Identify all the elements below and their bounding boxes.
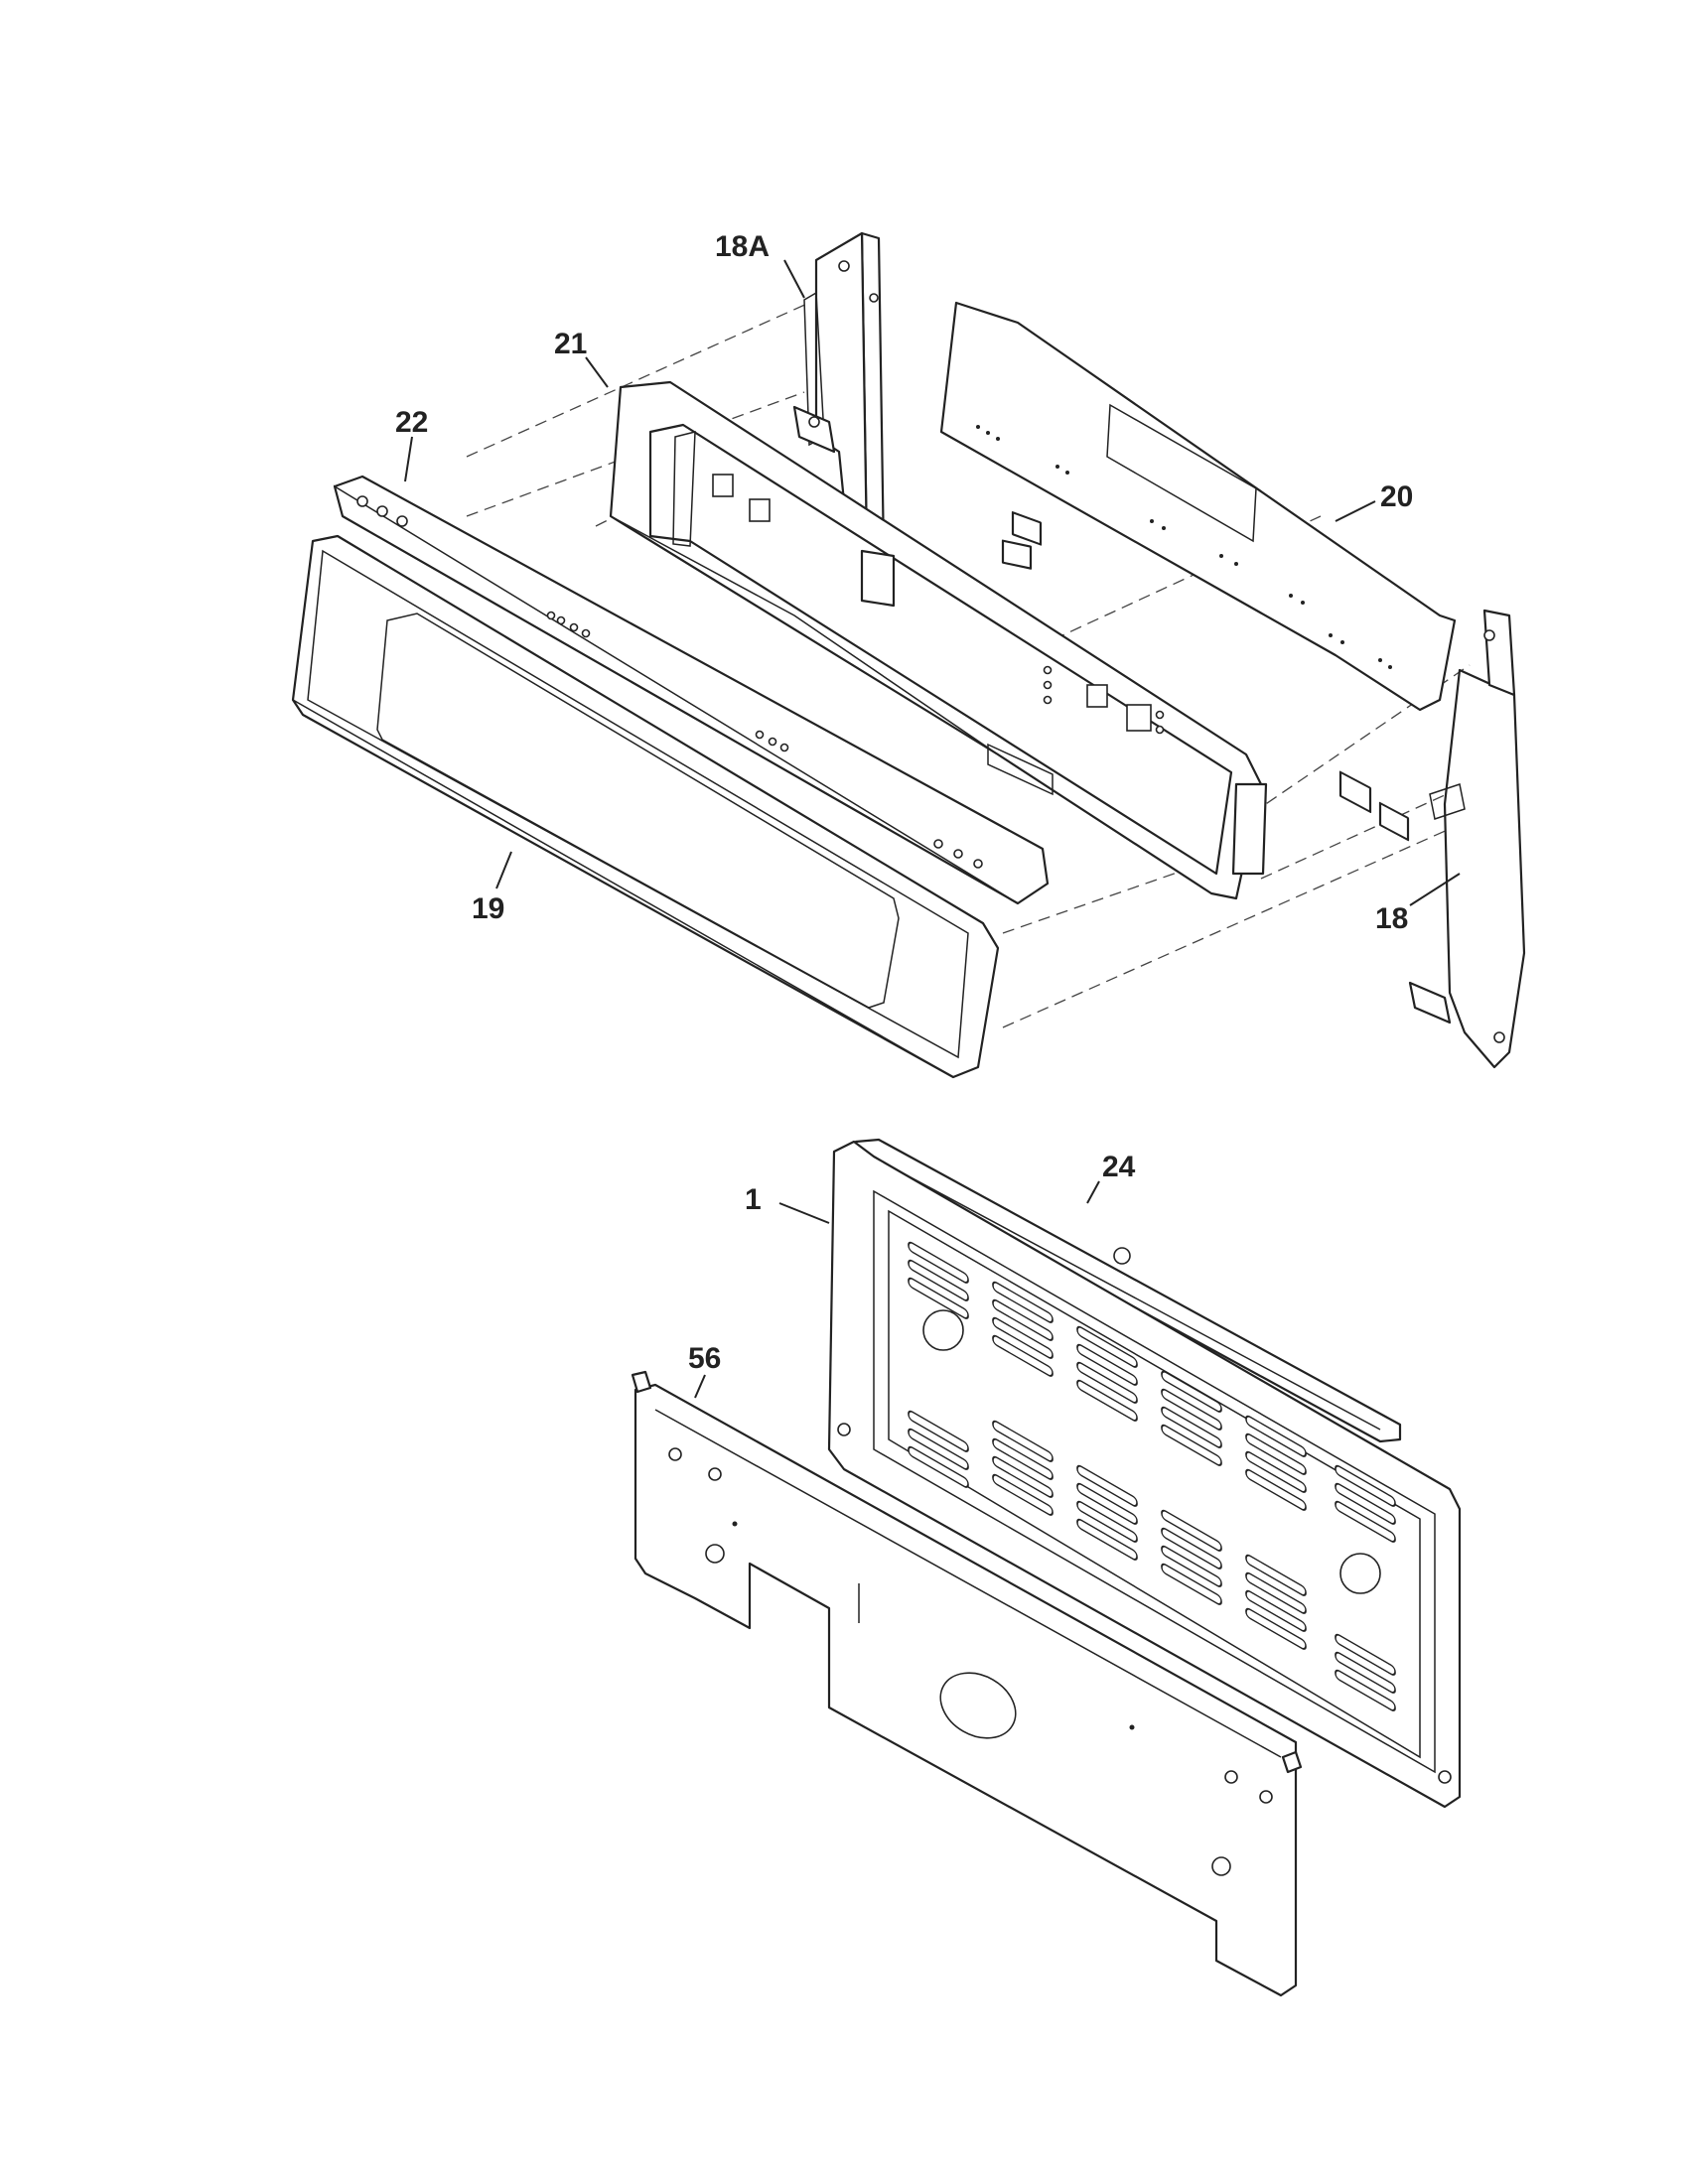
control-panel-back-21 — [609, 380, 1268, 900]
callout-22: 22 — [395, 406, 428, 439]
trim-bracket-22 — [333, 475, 1050, 905]
control-board — [939, 301, 1457, 842]
callout-24: 24 — [1102, 1151, 1136, 1183]
callout-labels: 18A 21 22 20 19 18 24 1 56 — [395, 230, 1413, 1375]
callout-1: 1 — [745, 1183, 762, 1216]
callout-56: 56 — [688, 1342, 721, 1375]
callout-18: 18 — [1375, 902, 1408, 935]
callout-21: 21 — [554, 328, 587, 360]
vent-slots — [908, 1241, 1396, 1711]
back-panel-1 — [827, 1140, 1462, 1809]
leader-lines — [404, 259, 1461, 1399]
right-bracket-18 — [1408, 609, 1526, 1069]
lower-panel-56 — [631, 1370, 1303, 1997]
callout-20: 20 — [1380, 480, 1413, 513]
control-panel-front-19 — [291, 534, 1000, 1079]
callout-18a: 18A — [715, 230, 770, 263]
callout-19: 19 — [472, 892, 504, 925]
left-bracket-18a — [792, 231, 886, 563]
